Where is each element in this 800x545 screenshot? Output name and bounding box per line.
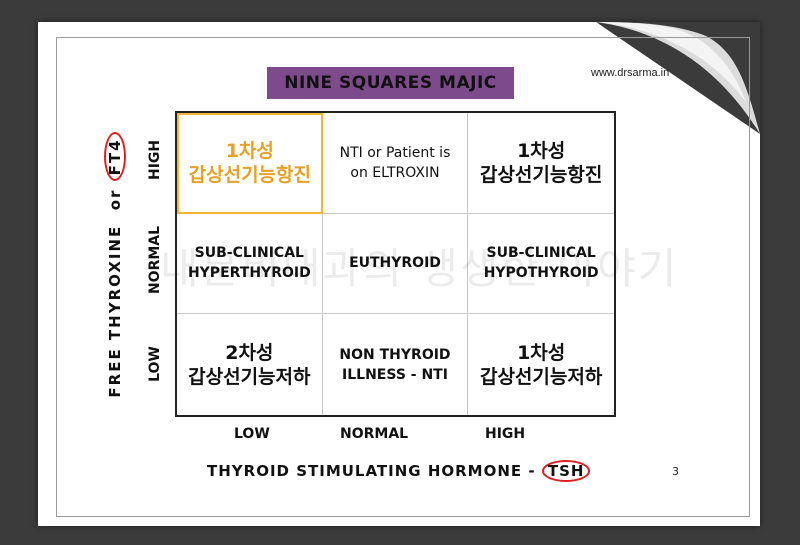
tsh-circled: TSH bbox=[541, 460, 591, 482]
slide-title: NINE SQUARES MAJIC bbox=[267, 67, 514, 99]
page-curl bbox=[596, 22, 760, 134]
grid-cell: SUB-CLINICAL HYPERTHYROID bbox=[177, 213, 323, 315]
grid-cell: NTI or Patient is on ELTROXIN bbox=[322, 113, 469, 214]
grid-cell: SUB-CLINICAL HYPOTHYROID bbox=[468, 214, 614, 315]
grid-cell: EUTHYROID bbox=[322, 213, 469, 315]
x-label-low: LOW bbox=[234, 426, 270, 442]
grid-cell-line: HYPOTHYROID bbox=[483, 265, 599, 282]
grid-cell-line: NON THYROID bbox=[339, 346, 451, 363]
y-axis-title-text: FREE THYROXINE or bbox=[106, 181, 124, 398]
x-axis-title-text: THYROID STIMULATING HORMONE - bbox=[207, 462, 542, 480]
y-label-high: HIGH bbox=[147, 139, 163, 180]
grid-cell-line: on ELTROXIN bbox=[350, 164, 440, 181]
slide-page bbox=[38, 22, 760, 526]
grid-cell-line: 1차성 bbox=[225, 140, 274, 163]
grid-cell-line: NTI or Patient is bbox=[339, 144, 451, 161]
slide-frame bbox=[56, 37, 750, 517]
y-label-low: LOW bbox=[147, 346, 163, 382]
grid-cell-line: 갑상선기능저하 bbox=[188, 365, 311, 388]
grid-cell-line: ILLNESS - NTI bbox=[342, 366, 448, 383]
grid-cell-line: 1차성 bbox=[517, 341, 566, 364]
website-url: www.drsarma.in bbox=[591, 67, 670, 79]
grid-cell-line: 갑상선기능저하 bbox=[479, 365, 603, 388]
watermark: 내분비내과의 생생한 이야기 bbox=[160, 243, 679, 293]
grid-cell-line: EUTHYROID bbox=[349, 255, 441, 272]
grid-cell-line: 2차성 bbox=[225, 341, 274, 364]
grid-cell-line: 갑상선기능항진 bbox=[188, 164, 312, 187]
page-number: 3 bbox=[672, 465, 679, 478]
grid-cell-line: 갑상선기능항진 bbox=[479, 163, 603, 186]
grid-cell-line: 1차성 bbox=[517, 139, 566, 162]
x-axis-title: THYROID STIMULATING HORMONE - TSH bbox=[207, 460, 591, 482]
grid-cell-line: HYPERTHYROID bbox=[187, 265, 311, 282]
x-label-high: HIGH bbox=[485, 426, 526, 442]
grid-cell-line: SUB-CLINICAL bbox=[194, 245, 304, 262]
y-label-normal: NORMAL bbox=[147, 225, 163, 295]
ft4-circled: FT4 bbox=[104, 132, 126, 182]
grid-cell: NON THYROID ILLNESS - NTI bbox=[323, 314, 469, 415]
x-label-normal: NORMAL bbox=[340, 426, 409, 442]
y-axis-title: FREE THYROXINE or FT4 bbox=[103, 120, 127, 410]
grid-cell-line: SUB-CLINICAL bbox=[486, 245, 596, 262]
